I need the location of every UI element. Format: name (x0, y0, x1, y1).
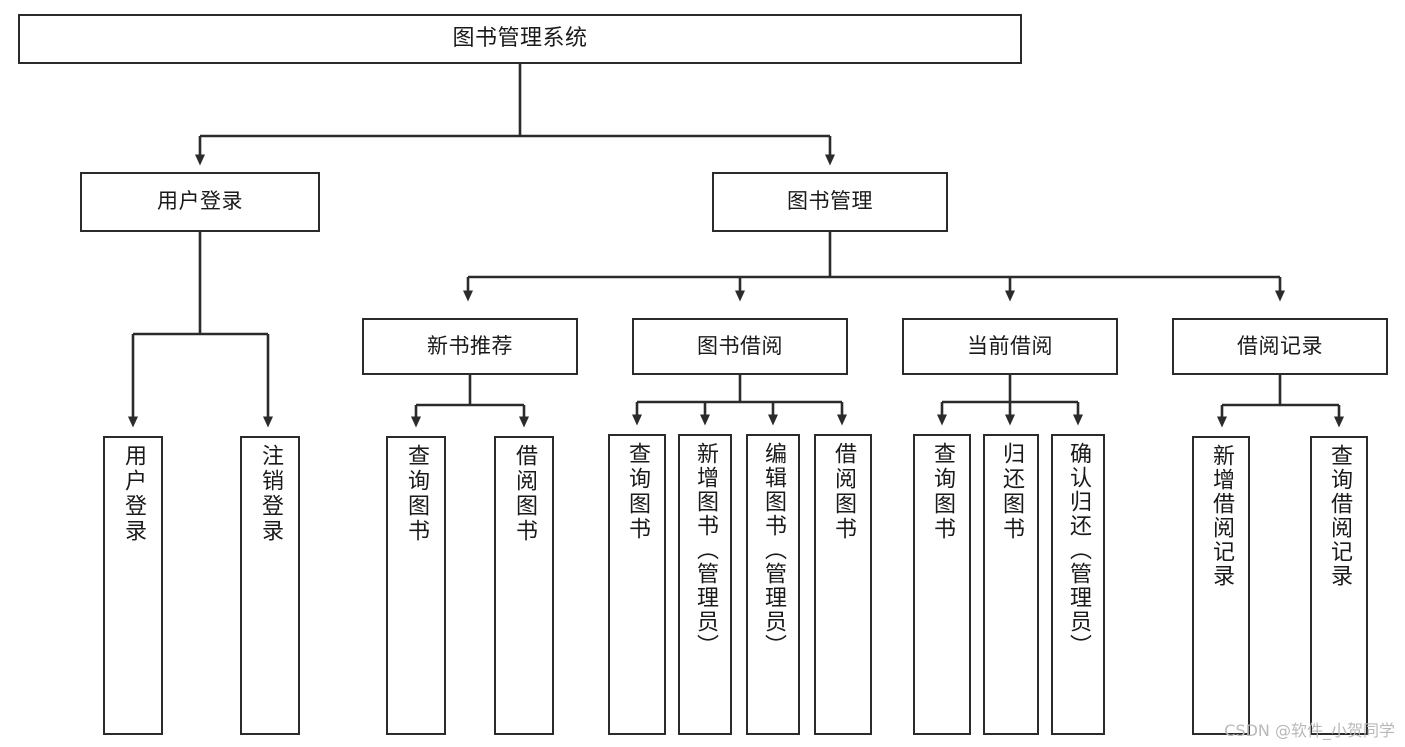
node-label: 查询图书 (404, 444, 429, 544)
node-borrow-record[interactable]: 借阅记录 (1172, 318, 1388, 375)
leaf-book-borrow-edit-book-admin[interactable]: 编辑图书（管理员） (746, 434, 800, 735)
leaf-borrow-record-add-record[interactable]: 新增借阅记录 (1192, 436, 1250, 735)
leaf-book-borrow-borrow-book[interactable]: 借阅图书 (814, 434, 872, 735)
node-label: 新书推荐 (427, 333, 513, 358)
watermark-csdn: CSDN @软件_小贺同学 (1224, 721, 1395, 740)
node-user-login[interactable]: 用户登录 (80, 172, 320, 232)
leaf-new-book-borrow-book[interactable]: 借阅图书 (494, 436, 554, 735)
node-label: 借阅图书 (512, 444, 537, 544)
leaf-book-borrow-add-book-admin[interactable]: 新增图书（管理员） (678, 434, 732, 735)
node-label: 查询图书 (625, 442, 650, 542)
leaf-borrow-record-query-record[interactable]: 查询借阅记录 (1310, 436, 1368, 735)
node-label: 注销登录 (258, 444, 283, 544)
node-label: 新增图书（管理员） (693, 442, 718, 658)
node-new-book-recommend[interactable]: 新书推荐 (362, 318, 578, 375)
node-label: 借阅记录 (1237, 333, 1323, 358)
leaf-current-borrow-confirm-return-admin[interactable]: 确认归还（管理员） (1051, 434, 1105, 735)
node-label: 编辑图书（管理员） (761, 442, 786, 658)
leaf-user-login-logout[interactable]: 注销登录 (240, 436, 300, 735)
node-label: 新增借阅记录 (1209, 444, 1234, 588)
node-label: 确认归还（管理员） (1066, 442, 1091, 658)
leaf-current-borrow-return-book[interactable]: 归还图书 (983, 434, 1039, 735)
node-label: 查询图书 (930, 442, 955, 542)
node-label: 归还图书 (999, 442, 1024, 542)
node-label: 用户登录 (157, 189, 243, 214)
leaf-current-borrow-query-book[interactable]: 查询图书 (913, 434, 971, 735)
node-root-book-management-system[interactable]: 图书管理系统 (18, 14, 1022, 64)
node-label: 借阅图书 (831, 442, 856, 542)
node-label: 当前借阅 (967, 333, 1053, 358)
leaf-user-login-login[interactable]: 用户登录 (103, 436, 163, 735)
node-current-borrow[interactable]: 当前借阅 (902, 318, 1118, 375)
node-label: 图书管理 (787, 189, 873, 214)
node-label: 图书借阅 (697, 333, 783, 358)
node-label: 图书管理系统 (452, 25, 588, 51)
leaf-book-borrow-query-book[interactable]: 查询图书 (608, 434, 666, 735)
node-label: 用户登录 (121, 444, 146, 544)
node-book-management[interactable]: 图书管理 (712, 172, 948, 232)
node-book-borrow[interactable]: 图书借阅 (632, 318, 848, 375)
node-label: 查询借阅记录 (1327, 444, 1352, 588)
leaf-new-book-query-book[interactable]: 查询图书 (386, 436, 446, 735)
